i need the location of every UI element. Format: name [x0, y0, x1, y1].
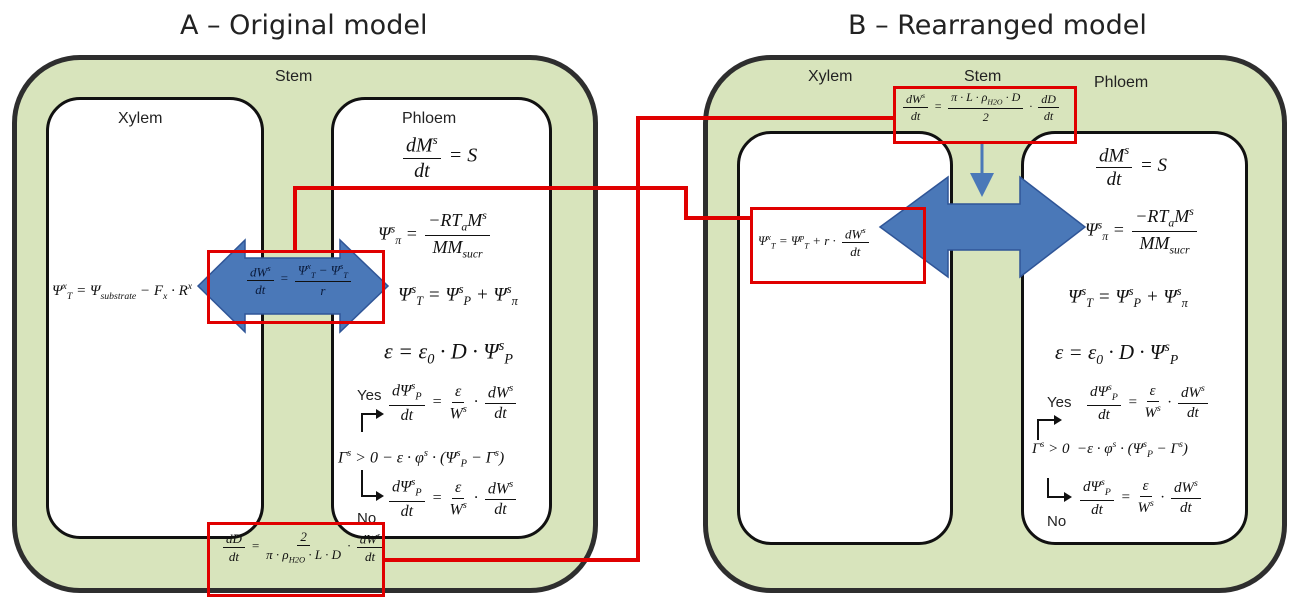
- panel-a-xylem-label: Xylem: [118, 110, 163, 127]
- panel-a-yes-label: Yes: [357, 387, 382, 404]
- panel-b-yes-label: Yes: [1047, 394, 1072, 411]
- panel-b-eq-elastic: ε = ε0 · D · ΨsP: [1055, 339, 1179, 368]
- panel-b-stem-label: Stem: [964, 68, 1002, 85]
- panel-b-no-arrowhead-icon: [1064, 492, 1072, 502]
- panel-a-flow-highlight: [207, 250, 385, 324]
- panel-b-yes-branch-icon: [1037, 419, 1056, 440]
- panel-b-no-label: No: [1047, 513, 1067, 530]
- panel-b-water-highlight: [893, 86, 1077, 144]
- panel-b-xylem-highlight: [750, 207, 926, 284]
- panel-a-no-branch-icon: [361, 470, 378, 497]
- panel-b-yes-arrowhead-icon: [1054, 415, 1062, 425]
- panel-a-no-arrowhead-icon: [376, 491, 384, 501]
- panel-b-title: B – Rearranged model: [848, 10, 1147, 41]
- panel-a-diameter-highlight: [207, 522, 385, 597]
- panel-a-eq-elastic: ε = ε0 · D · ΨsP: [384, 338, 514, 368]
- connector-diameter-to-water: [384, 116, 893, 562]
- panel-a-xylem-box: [46, 97, 264, 539]
- panel-b-phloem-label: Phloem: [1094, 74, 1149, 91]
- panel-a-yes-branch-icon: [361, 413, 378, 432]
- panel-a-stem-label: Stem: [275, 68, 313, 85]
- panel-b-double-arrow: [878, 175, 1087, 279]
- panel-b-no-branch-icon: [1047, 478, 1066, 498]
- panel-b-eq-total: ΨsT = ΨsP + Ψsπ: [1068, 284, 1188, 311]
- panel-a-eq-total: ΨsT = ΨsP + Ψsπ: [398, 282, 518, 309]
- panel-b-eq-cond: Γs > 0 −ε · φs · (ΨsP − Γs): [1032, 439, 1188, 460]
- connector-flow-to-xylem: [293, 186, 750, 251]
- panel-a-phloem-box: [331, 97, 552, 539]
- panel-a-phloem-label: Phloem: [402, 110, 457, 127]
- panel-b-phloem-box: [1021, 131, 1248, 545]
- panel-a-eq-xylem: ΨxT = Ψsubstrate − Fx · Rx: [52, 281, 193, 302]
- panel-a-yes-arrowhead-icon: [376, 409, 384, 419]
- panel-b-xylem-label: Xylem: [808, 68, 853, 85]
- panel-a-eq-cond: Γs > 0 − ε · φs · (ΨsP − Γs): [338, 448, 505, 470]
- panel-a-title: A – Original model: [180, 10, 428, 41]
